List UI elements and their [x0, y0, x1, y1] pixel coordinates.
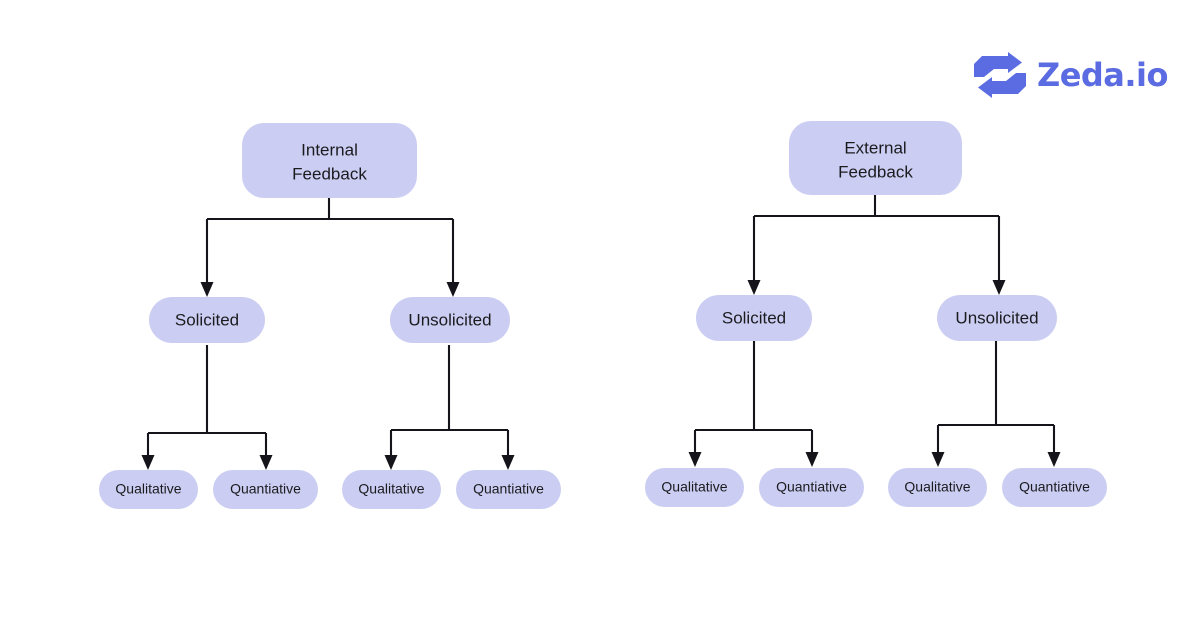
node-external-unsolicited-qualitative[interactable]: Qualitative	[888, 468, 987, 507]
connector-external-solicited-to-leaves	[688, 341, 819, 467]
node-internal-feedback-shape	[242, 123, 417, 198]
node-internal-unsolicited-shape	[390, 297, 510, 343]
node-external-solicited[interactable]: Solicited	[696, 295, 812, 341]
connector-external-root-to-level2	[747, 195, 1006, 295]
node-external-solicited-quantitative-label: Quantiative	[776, 479, 847, 495]
node-external-unsolicited[interactable]: Unsolicited	[937, 295, 1057, 341]
node-external-solicited-quantitative-shape	[759, 468, 864, 507]
node-internal-solicited-quantitative-shape	[213, 470, 318, 509]
node-external-solicited-qualitative-shape	[645, 468, 744, 507]
node-internal-solicited-qualitative[interactable]: Qualitative	[99, 470, 198, 509]
brand-wordmark: Zeda.io	[1036, 56, 1169, 94]
node-internal-feedback-label-line1: Internal	[301, 140, 358, 159]
node-external-unsolicited-qualitative-label: Qualitative	[904, 479, 970, 495]
node-internal-solicited[interactable]: Solicited	[149, 297, 265, 343]
node-internal-unsolicited-quantitative-label: Quantiative	[473, 481, 544, 497]
node-external-unsolicited-label: Unsolicited	[955, 308, 1038, 327]
node-internal-solicited-label: Solicited	[175, 310, 239, 329]
node-internal-unsolicited-quantitative[interactable]: Quantiative	[456, 470, 561, 509]
node-external-feedback-shape	[789, 121, 962, 195]
node-internal-solicited-quantitative-label: Quantiative	[230, 481, 301, 497]
node-external-unsolicited-quantitative-shape	[1002, 468, 1107, 507]
node-external-unsolicited-shape	[937, 295, 1057, 341]
node-external-solicited-label: Solicited	[722, 308, 786, 327]
node-internal-unsolicited-qualitative-label: Qualitative	[358, 481, 424, 497]
node-external-solicited-quantitative[interactable]: Quantiative	[759, 468, 864, 507]
node-internal-unsolicited-qualitative-shape	[342, 470, 441, 509]
node-external-solicited-shape	[696, 295, 812, 341]
node-internal-feedback[interactable]: Internal Feedback	[242, 123, 417, 198]
node-internal-unsolicited-qualitative[interactable]: Qualitative	[342, 470, 441, 509]
node-external-unsolicited-quantitative[interactable]: Quantiative	[1002, 468, 1107, 507]
connector-internal-unsolicited-to-leaves	[384, 345, 515, 470]
node-external-solicited-qualitative-label: Qualitative	[661, 479, 727, 495]
node-internal-solicited-quantitative[interactable]: Quantiative	[213, 470, 318, 509]
connector-internal-root-to-level2	[200, 198, 460, 297]
node-internal-solicited-qualitative-shape	[99, 470, 198, 509]
node-internal-unsolicited[interactable]: Unsolicited	[390, 297, 510, 343]
node-internal-solicited-shape	[149, 297, 265, 343]
node-external-solicited-qualitative[interactable]: Qualitative	[645, 468, 744, 507]
node-external-feedback[interactable]: External Feedback	[789, 121, 962, 195]
connector-internal-solicited-to-leaves	[141, 345, 273, 470]
node-external-unsolicited-qualitative-shape	[888, 468, 987, 507]
node-internal-solicited-qualitative-label: Qualitative	[115, 481, 181, 497]
node-external-feedback-label-line1: External	[844, 138, 906, 157]
node-external-unsolicited-quantitative-label: Quantiative	[1019, 479, 1090, 495]
node-external-feedback-label-line2: Feedback	[838, 162, 913, 181]
connector-external-unsolicited-to-leaves	[931, 341, 1061, 467]
node-internal-unsolicited-quantitative-shape	[456, 470, 561, 509]
node-internal-feedback-label-line2: Feedback	[292, 164, 367, 183]
zeda-logo-icon	[973, 52, 1026, 98]
brand-logo[interactable]: Zeda.io	[972, 52, 1169, 98]
node-internal-unsolicited-label: Unsolicited	[408, 310, 491, 329]
